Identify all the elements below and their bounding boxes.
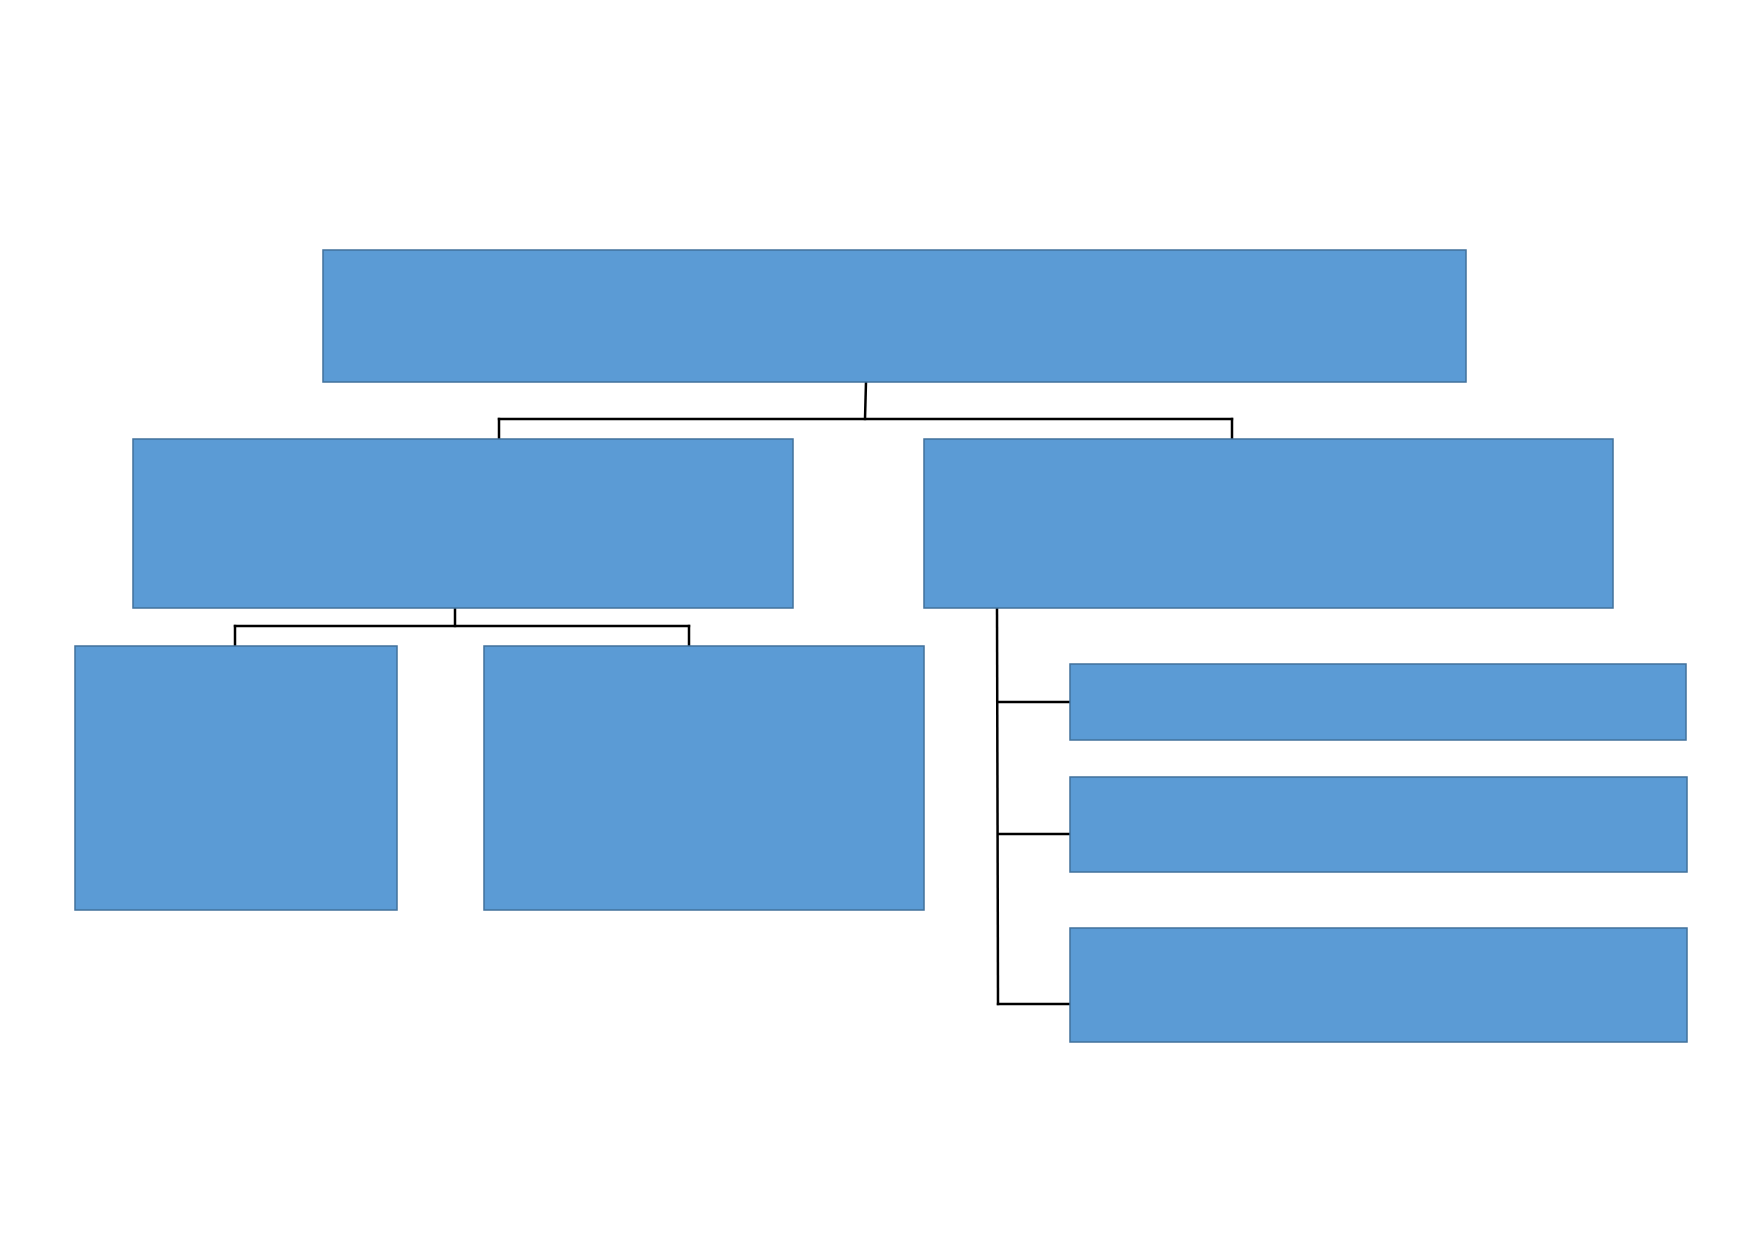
- connector-root-stem: [863, 380, 868, 421]
- node-left-child-1[interactable]: [74, 645, 398, 911]
- node-root[interactable]: [322, 249, 1467, 383]
- connectors-root: [497, 380, 1234, 440]
- right-child-3-box[interactable]: [1069, 927, 1688, 1043]
- right-child-2-box[interactable]: [1069, 776, 1688, 873]
- node-left-child-2[interactable]: [483, 645, 925, 911]
- right-child-1-box[interactable]: [1069, 663, 1687, 741]
- branch-left-box[interactable]: [132, 438, 794, 609]
- connector-branch-right-spine: [995, 606, 1000, 1006]
- root-box[interactable]: [322, 249, 1467, 383]
- node-branch-right[interactable]: [923, 438, 1614, 609]
- connectors-branch-left: [233, 606, 691, 648]
- left-child-1-box[interactable]: [74, 645, 398, 911]
- node-branch-left[interactable]: [132, 438, 794, 609]
- branch-right-box[interactable]: [923, 438, 1614, 609]
- node-right-child-1[interactable]: [1069, 663, 1687, 741]
- node-right-child-3[interactable]: [1069, 927, 1688, 1043]
- node-right-child-2[interactable]: [1069, 776, 1688, 873]
- connectors-branch-right: [995, 606, 1072, 1006]
- left-child-2-box[interactable]: [483, 645, 925, 911]
